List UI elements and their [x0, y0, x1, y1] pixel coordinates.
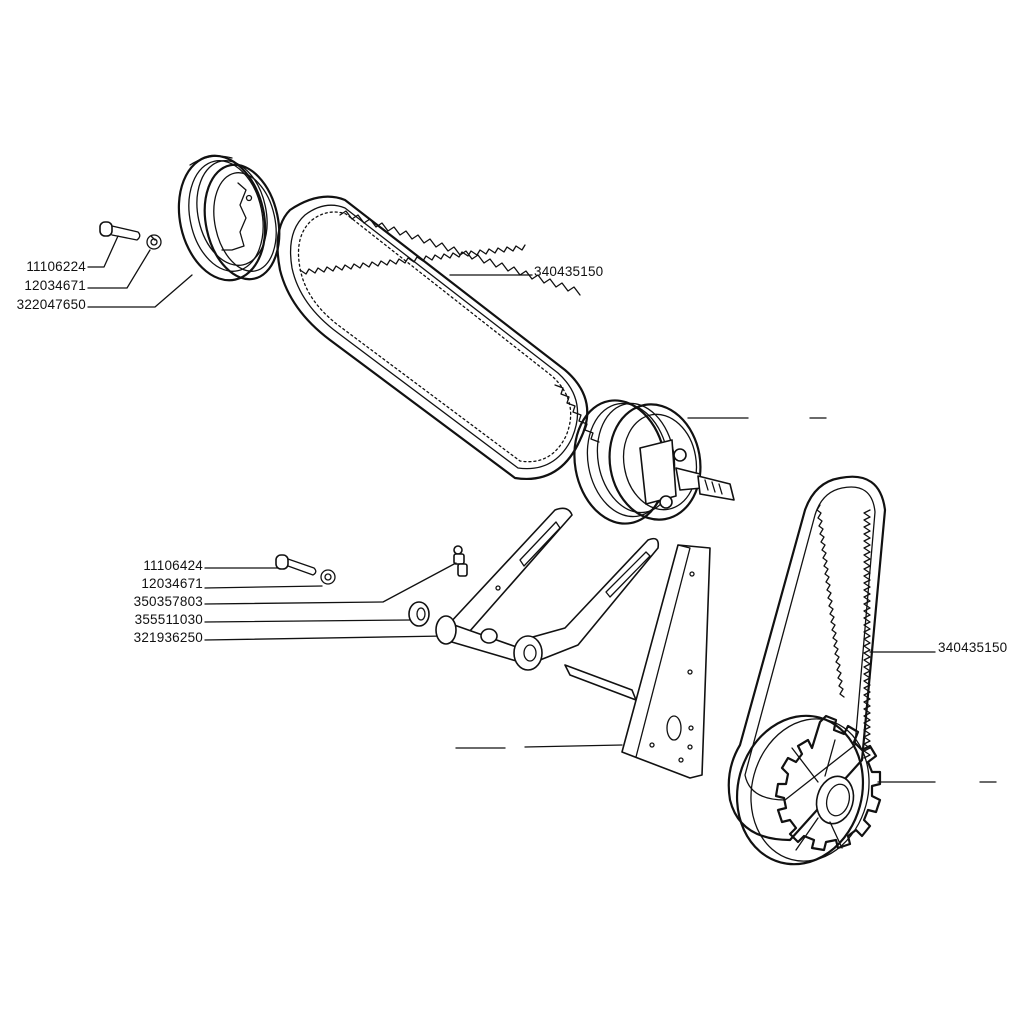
sprocket-pulley	[735, 714, 882, 866]
label-12034671-mid: 12034671	[141, 576, 203, 591]
label-355511030: 355511030	[134, 612, 203, 627]
label-350357803: 350357803	[133, 594, 203, 609]
belt-lower-teeth	[816, 504, 871, 759]
label-11106224: 11106224	[26, 259, 86, 274]
label-322047650: 322047650	[16, 297, 86, 312]
leader-11106224	[87, 235, 119, 268]
belt-lower-340435150	[727, 475, 887, 842]
tensioner-arm-321936250	[435, 507, 660, 671]
leader-355511030	[204, 619, 411, 623]
leader-350357803	[204, 562, 457, 605]
label-belt-upper: 340435150	[534, 264, 604, 279]
leader-bracket	[524, 744, 623, 748]
pulley-322047650	[177, 154, 281, 282]
label-belt-lower: 340435150	[938, 640, 1008, 655]
lockwasher-12034671-mid	[320, 569, 336, 585]
leader-12034671-mid	[204, 585, 323, 589]
grease-nipple-350357803	[453, 545, 468, 577]
belt-upper-340435150	[276, 195, 600, 480]
leader-12034671-top	[87, 249, 151, 289]
label-11106424: 11106424	[143, 558, 203, 573]
label-321936250: 321936250	[133, 630, 203, 645]
washer-355511030	[408, 601, 430, 627]
bolt-11106424	[275, 554, 317, 576]
label-12034671-top: 12034671	[24, 278, 86, 293]
leader-322047650	[87, 274, 193, 308]
leader-321936250	[204, 635, 446, 641]
mounting-bracket	[564, 544, 711, 779]
bolt-11106224	[99, 221, 141, 241]
belt-upper-teeth	[299, 210, 600, 443]
drive-pulley-with-shaft	[573, 399, 735, 525]
lockwasher-12034671-top	[146, 234, 162, 250]
